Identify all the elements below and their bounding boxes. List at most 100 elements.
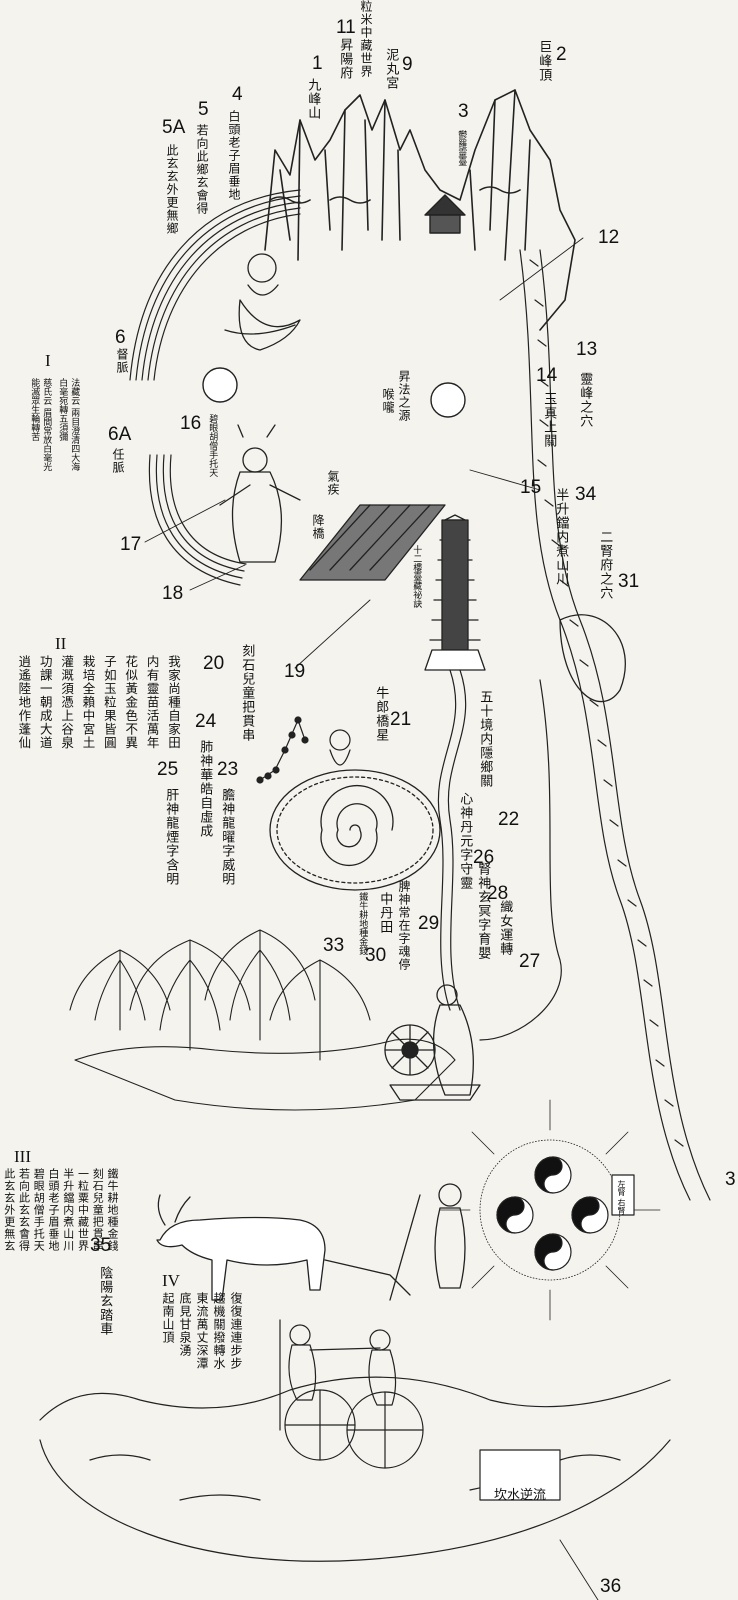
poem-iv-line: 復復連連步步 xyxy=(229,1292,243,1370)
label-qi-ji: 氣疾 xyxy=(326,470,340,496)
poem-iv-line: 起南山頂 xyxy=(161,1292,175,1344)
kidney-cavity xyxy=(559,614,626,703)
marker-11: 11 xyxy=(336,17,356,38)
marker-4: 4 xyxy=(232,84,243,105)
marker-29: 29 xyxy=(418,913,440,934)
marker-35: 35 xyxy=(90,1235,112,1256)
section-ii: II xyxy=(55,634,67,653)
spiral-cauldron xyxy=(269,769,441,891)
label-heart-spirit: 心神丹元字守靈 xyxy=(457,792,473,890)
right-eye-moon xyxy=(430,382,466,418)
label-blue-eyed-monk: 碧眼胡僧手托天 xyxy=(207,414,218,477)
note-maitreya-a: 慈氏云 眉間常放白毫光 xyxy=(41,378,52,471)
note-dharma-treasure-a: 法藏云 兩目澄清四大海 xyxy=(69,378,80,471)
marker-26: 26 xyxy=(473,847,495,868)
marker-31: 31 xyxy=(618,571,640,592)
marker-30: 30 xyxy=(365,945,387,966)
leader-lines xyxy=(144,237,599,1600)
marker-2: 2 xyxy=(556,44,567,65)
label-liver-spirit: 肝神龍煙字含明 xyxy=(163,788,179,886)
poem-ii: 我家尚種自家田 内有靈苗活萬年 花似黃金色不異 子如玉粒果皆圓 栽培全賴中宮土 … xyxy=(14,655,183,895)
poem-iii-line: 半升鐺内煮山川 xyxy=(61,1168,75,1252)
marker-34: 34 xyxy=(575,484,597,505)
poem-iii-line: 若向此玄玄會得 xyxy=(17,1168,31,1252)
monk-figure xyxy=(219,424,301,563)
label-beyond-mystery: 此玄玄外更無鄉 xyxy=(165,144,179,235)
iron-ox xyxy=(156,1183,466,1301)
marker-16: 16 xyxy=(180,413,202,434)
label-throat: 喉嚨 xyxy=(381,388,395,414)
marker-36: 36 xyxy=(600,1576,622,1597)
label-stone-child: 刻石兒童把貫串 xyxy=(239,644,255,742)
poem-iv: 復復連連步步 趨機關撥轉水 東流萬丈深潭 底見甘泉湧 起南山頂 xyxy=(160,1292,243,1412)
marker-24: 24 xyxy=(195,711,217,732)
marker-5a: 5A xyxy=(162,117,186,138)
pagoda xyxy=(424,514,486,671)
willow-grove xyxy=(69,929,456,1111)
yinyang-symbols xyxy=(496,1156,635,1271)
label-niwan-palace: 泥丸宮 xyxy=(383,48,399,90)
marker-27: 27 xyxy=(519,951,541,972)
marker-33: 33 xyxy=(323,935,345,956)
marker-23: 23 xyxy=(217,759,239,780)
label-kidney-spirit: 腎神玄冥字育嬰 xyxy=(475,862,491,960)
label-gall-spirit: 膽神龍曜字威明 xyxy=(219,788,235,886)
poem-ii-line: 子如玉粒果皆圓 xyxy=(101,655,117,750)
label-if-this-village: 若向此鄉玄會得 xyxy=(195,124,209,215)
label-source-of-dharma: 昇法之源 xyxy=(397,370,411,422)
marker-15: 15 xyxy=(520,477,542,498)
note-dharma-treasure-b: 白毫宛轉五須彌 xyxy=(57,378,68,441)
section-iv: IV xyxy=(162,1271,180,1290)
label-jade-upper-pass: 玉真上關 xyxy=(541,392,557,448)
section-iii: III xyxy=(14,1147,31,1166)
poem-ii-line: 灌溉須憑上谷泉 xyxy=(59,655,75,750)
section-i: I xyxy=(45,351,51,370)
label-old-man-eyebrows: 白頭老子眉垂地 xyxy=(227,110,241,201)
label-cowherd-star: 牛郎橋星 xyxy=(373,686,389,742)
marker-25: 25 xyxy=(157,759,179,780)
temple-on-peak xyxy=(424,194,466,234)
label-spirit-peak-cavity: 靈峰之穴 xyxy=(577,372,593,428)
left-eye-sun xyxy=(202,367,238,403)
poem-ii-line: 逍遙陸地作蓬仙 xyxy=(16,655,32,750)
poem-iii-line: 一粒粟中藏世界 xyxy=(76,1168,90,1252)
label-descending-bridge: 降橋 xyxy=(311,514,325,540)
label-two-kidney-cavity: 二腎府之穴 xyxy=(597,530,613,600)
label-kidney-diagram: 左腎 右腎 xyxy=(617,1180,626,1215)
marker-9: 9 xyxy=(402,54,413,75)
note-maitreya-b: 能滅眾生輪轉苦 xyxy=(29,378,40,441)
poem-ii-line: 花似黃金色不異 xyxy=(123,655,139,750)
label-fifty-realms: 五十境内隱鄉關 xyxy=(477,690,493,788)
marker-19: 19 xyxy=(284,661,306,682)
weaving-girl xyxy=(384,984,481,1101)
marker-6: 6 xyxy=(115,327,126,348)
poem-iv-line: 東流萬丈深潭 xyxy=(195,1292,209,1370)
label-yinyang-treadmill: 陰陽玄踏車 xyxy=(97,1266,113,1336)
label-du-mai: 督脈 xyxy=(115,348,129,374)
label-twelve-towers: 十二樓臺藏祕訣 xyxy=(411,545,422,608)
label-grain-world: 粒米中藏世界 xyxy=(359,0,373,78)
marker-20: 20 xyxy=(203,653,225,674)
bottom-landscape xyxy=(39,1376,671,1562)
cowherd-constellation xyxy=(256,716,351,784)
poem-iii: 鐵牛耕地種金錢 刻石兒童把貫串 一粒粟中藏世界 半升鐺内煮山川 白頭老子眉垂地 … xyxy=(2,1168,119,1368)
marker-3-right: 3 xyxy=(725,1169,736,1190)
label-spleen-spirit: 脾神常在字魂停 xyxy=(397,880,411,971)
poem-iii-line: 此玄玄外更無玄 xyxy=(2,1168,16,1252)
marker-5: 5 xyxy=(198,99,209,120)
poem-iii-line: 碧眼胡僧手托天 xyxy=(32,1168,46,1252)
du-meridian-arc xyxy=(129,189,301,381)
label-lung-spirit: 肺神華皓自虛成 xyxy=(197,740,213,838)
label-weaving-girl: 織女運轉 xyxy=(497,900,513,956)
label-half-pot: 半升鐺内煮山川 xyxy=(553,488,569,586)
marker-14: 14 xyxy=(536,365,558,386)
marker-1: 1 xyxy=(312,53,323,74)
central-channel xyxy=(437,669,562,1041)
label-kan-water-reverse: 坎水逆流 xyxy=(494,1488,547,1503)
label-nine-peak-mountain: 九峰山 xyxy=(305,78,321,120)
poem-ii-line: 我家尚種自家田 xyxy=(166,655,181,750)
marker-13: 13 xyxy=(576,339,598,360)
label-ren-mai: 任脈 xyxy=(111,448,125,474)
